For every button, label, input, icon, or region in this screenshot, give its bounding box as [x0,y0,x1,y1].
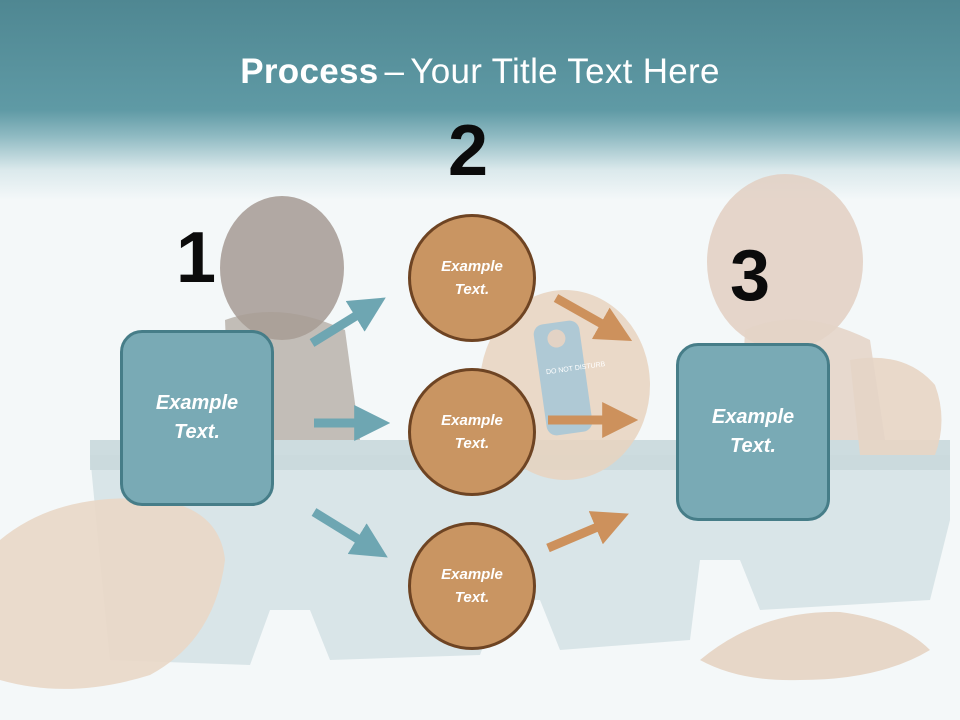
baby-right-head [707,174,863,350]
slide-title: Process–Your Title Text Here [0,52,960,92]
title-separator: – [384,52,405,91]
arrow-box-to-circle-bottom [311,508,388,558]
left-box-text: Example Text. [155,392,239,443]
circle-bottom: Example Text. [408,522,536,650]
step-number-3: 3 [730,236,771,316]
circle-top-text: Example Text. [441,258,503,298]
circle-middle-text: Example Text. [441,412,503,452]
right-box-text: Example Text. [711,406,795,457]
circle-bottom-text: Example Text. [441,566,503,606]
title-bold: Process [240,52,379,91]
step-number-2: 2 [448,111,489,191]
circle-top: Example Text. [408,214,536,342]
left-box: Example Text. [120,330,274,506]
arrow-circle-bottom-to-box [546,511,629,553]
baby-left-head [220,196,344,340]
eggshell-bottom-right [700,611,930,681]
door-hanger-sign [533,320,593,436]
circle-middle: Example Text. [408,368,536,496]
arrow-circle-top-to-box [553,294,633,341]
arrow-box-to-circle-top [309,297,386,347]
right-box: Example Text. [676,343,830,521]
step-number-1: 1 [176,218,217,298]
header-band [0,0,960,200]
eggshell-left [0,498,225,689]
title-rest: Your Title Text Here [410,52,720,91]
